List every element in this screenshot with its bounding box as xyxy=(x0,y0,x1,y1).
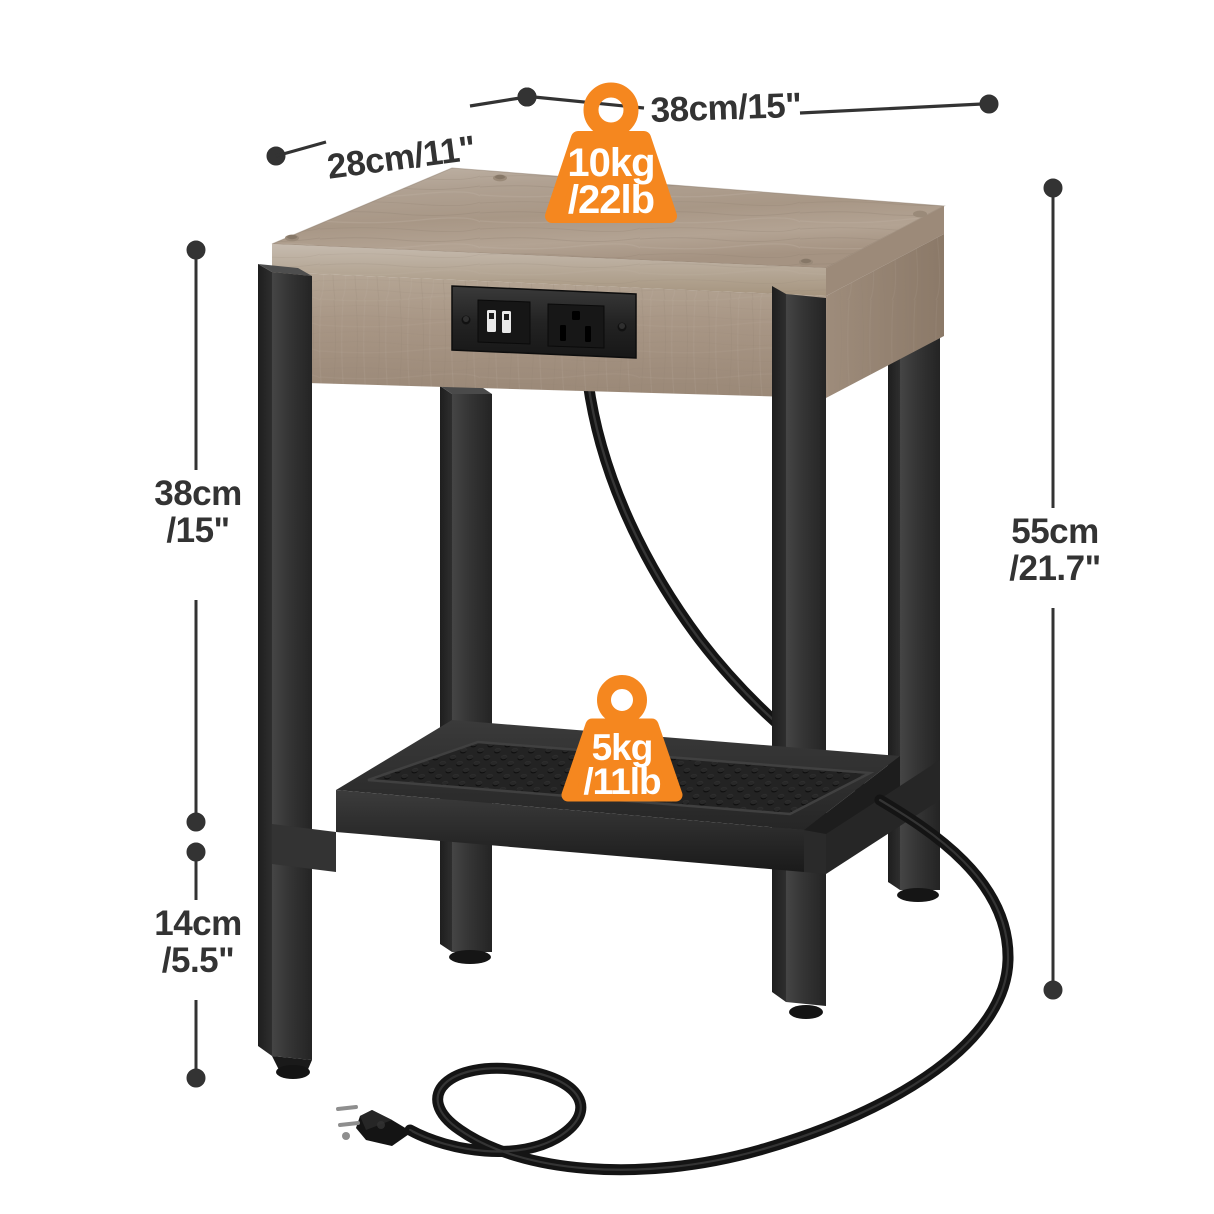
ac-outlet-socket[interactable] xyxy=(547,303,605,349)
power-cord-lower xyxy=(404,794,1014,1176)
apron-right xyxy=(826,234,944,398)
capacity-badge-lower-shelf: 5kg /11lb xyxy=(561,675,683,802)
plug-ground-prong xyxy=(342,1132,350,1140)
dimension-line-total-height xyxy=(1043,178,1063,1000)
live-slot xyxy=(585,326,591,342)
leg-foot-pad xyxy=(276,1065,310,1079)
charging-station-panel[interactable] xyxy=(451,285,637,359)
dimension-line-lower-height xyxy=(186,842,206,1088)
dimension-label-lower-height: 14cm /5.5" xyxy=(154,904,242,981)
usb-ports-module[interactable] xyxy=(477,299,531,345)
front-right-leg xyxy=(772,286,826,1019)
dimension-label-upper-height: 38cm /15" xyxy=(154,474,242,551)
badge-capacity-imperial: /22lb xyxy=(568,178,654,222)
badge-capacity-metric: 5kg xyxy=(592,727,653,768)
ground-pin-slot xyxy=(572,311,580,320)
plug-prong xyxy=(336,1105,358,1111)
neutral-slot xyxy=(560,325,566,341)
front-left-leg xyxy=(258,264,312,1079)
capacity-badge-tabletop: 10kg /22lb xyxy=(545,82,677,223)
power-plug xyxy=(336,1105,412,1146)
screw-head xyxy=(913,210,927,218)
badge-capacity-imperial: /11lb xyxy=(583,761,661,802)
lower-support-rail-front xyxy=(272,824,826,874)
dimension-label-total-height: 55cm /21.7" xyxy=(1009,512,1101,589)
badge-capacity-metric: 10kg xyxy=(567,141,654,185)
dimension-label-width: 38cm/15" xyxy=(649,85,802,130)
rear-left-leg xyxy=(440,386,492,964)
rear-right-leg xyxy=(888,322,940,902)
dimension-line-upper-height xyxy=(186,240,206,832)
plug-prong xyxy=(338,1121,360,1127)
leg-foot-pad xyxy=(789,1005,823,1019)
lower-support-rail-right xyxy=(826,760,940,874)
